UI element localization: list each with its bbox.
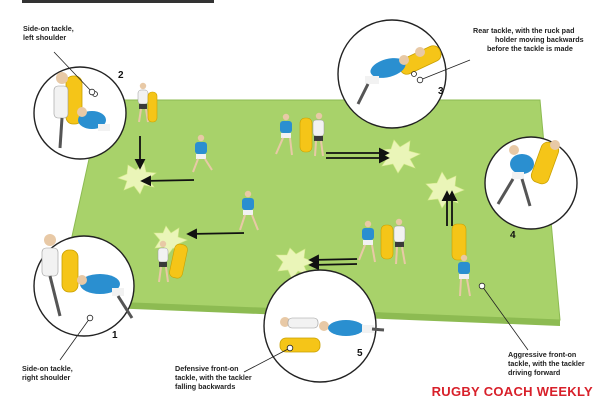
caption-5: Defensive front-on tackle, with the tack… xyxy=(175,364,252,391)
player-icon xyxy=(312,112,325,157)
caption-1-line: right shoulder xyxy=(22,373,71,382)
callout-number-1: 1 xyxy=(112,330,118,341)
callout-4-scene xyxy=(496,140,560,207)
direction-arrow-icon xyxy=(186,228,245,240)
ruck-pad-icon xyxy=(451,223,467,261)
player-icon xyxy=(393,218,406,265)
caption-1-line: Side-on tackle, xyxy=(22,364,73,373)
callout-5-scene xyxy=(279,317,385,353)
direction-arrow-icon xyxy=(308,254,358,266)
player-icon xyxy=(358,220,376,263)
callout-number-2: 2 xyxy=(118,70,124,81)
callout-number-4: 4 xyxy=(510,230,516,241)
caption-4-line: tackle, with the tackler xyxy=(508,359,585,368)
caption-4-line: driving forward xyxy=(508,368,561,377)
callout-1-scene xyxy=(41,234,134,319)
caption-5-line: falling backwards xyxy=(175,382,236,391)
ruck-pad-icon xyxy=(299,117,313,153)
player-icon xyxy=(239,190,259,231)
header-bar xyxy=(22,0,214,3)
direction-arrow-icon xyxy=(308,259,358,271)
player-icon xyxy=(192,134,213,173)
caption-3-line: Rear tackle, with the ruck pad xyxy=(473,26,575,35)
caption-3: Rear tackle, with the ruck pad holder mo… xyxy=(473,26,584,53)
leader-line-3 xyxy=(419,59,471,81)
caption-5-line: tackle, with the tackler xyxy=(175,373,252,382)
direction-arrow-icon xyxy=(140,175,195,187)
callout-3-scene xyxy=(356,45,442,105)
caption-3-line: holder moving backwards xyxy=(495,35,584,44)
caption-5-line: Defensive front-on xyxy=(175,364,239,373)
caption-1: Side-on tackle, right shoulder xyxy=(22,364,73,382)
leader-line-1 xyxy=(59,317,91,361)
ruck-pad-icon xyxy=(147,91,158,123)
player-icon xyxy=(458,254,471,297)
caption-2-line: Side-on tackle, xyxy=(23,24,74,33)
ruck-pad-icon xyxy=(380,224,394,260)
caption-4-line: Aggressive front-on xyxy=(508,350,577,359)
caption-2-line: left shoulder xyxy=(23,33,67,42)
player-icon xyxy=(157,240,169,283)
callout-number-5: 5 xyxy=(357,348,363,359)
leader-line-5 xyxy=(243,347,291,373)
callout-number-3: 3 xyxy=(438,86,444,97)
caption-2: Side-on tackle, left shoulder xyxy=(23,24,74,42)
brand-logo: RUGBY COACH WEEKLY xyxy=(431,384,593,399)
callout-circle-4 xyxy=(484,136,578,230)
caption-4: Aggressive front-on tackle, with the tac… xyxy=(508,350,585,377)
leader-line-2 xyxy=(53,51,93,93)
caption-3-line: before the tackle is made xyxy=(487,44,573,53)
impact-burst-icon xyxy=(275,247,315,280)
leader-line-4 xyxy=(481,285,529,351)
ruck-pad-icon xyxy=(169,243,188,279)
player-icon xyxy=(275,113,293,156)
